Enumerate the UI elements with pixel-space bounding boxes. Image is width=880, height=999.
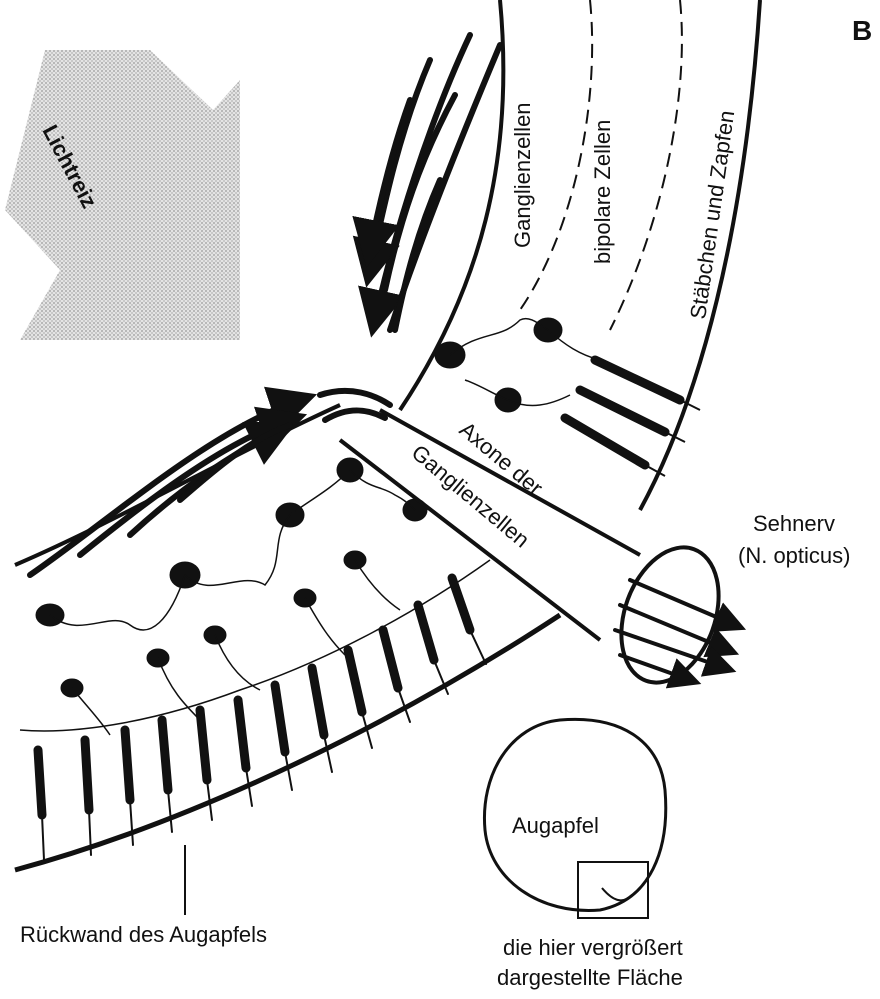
back-wall-label: Rückwand des Augapfels [20,922,267,947]
bipolar-cells-label: bipolare Zellen [590,120,615,264]
lower-retina-band [15,405,560,870]
eyeball-label: Augapfel [512,813,599,838]
inset-caption-line2: dargestellte Fläche [497,965,683,990]
optic-nerve-label-line2: (N. opticus) [738,543,850,568]
rods-cones-label: Stäbchen und Zapfen [685,109,739,321]
ganglion-cells-label: Ganglienzellen [510,102,535,248]
light-stimulus-arrow [5,50,240,340]
optic-nerve-label-line1: Sehnerv [753,511,835,536]
panel-letter: B [852,15,872,46]
lower-rods-cones [38,578,486,860]
inset-caption-line1: die hier vergrößert [503,935,683,960]
